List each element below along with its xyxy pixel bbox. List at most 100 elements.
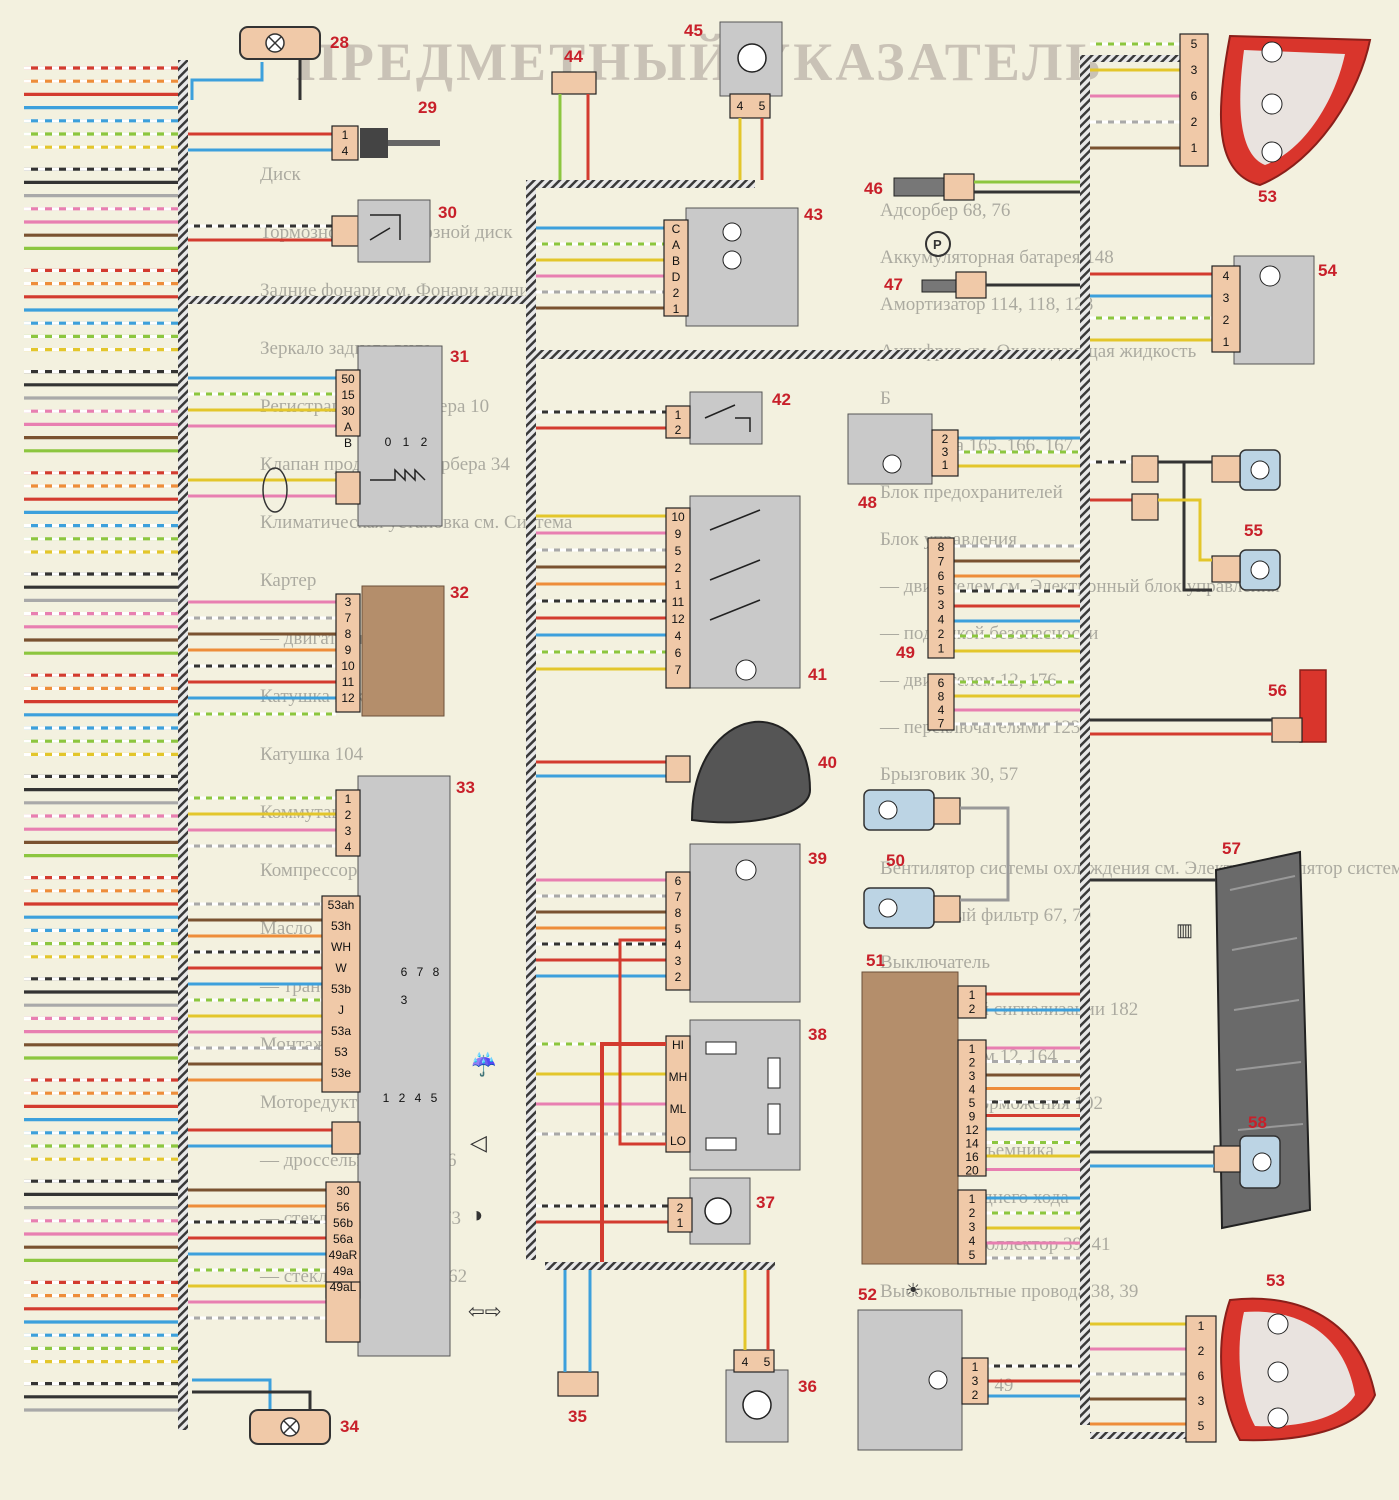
- pin-label: 9: [969, 1110, 976, 1124]
- pin-label: 5: [1198, 1419, 1205, 1433]
- pin-label: 2: [421, 435, 428, 449]
- pin-label: 6: [675, 874, 682, 888]
- pin-label: 10: [341, 659, 355, 673]
- pin-label: 1: [675, 578, 682, 592]
- index-line: Амортизатор 114, 118, 128: [880, 294, 1093, 315]
- svg-text:53: 53: [1266, 1271, 1285, 1290]
- svg-text:50: 50: [886, 851, 905, 870]
- pin-label: 7: [345, 611, 352, 625]
- pin-label: 12: [671, 612, 685, 626]
- index-line: Моторедуктор: [260, 1092, 376, 1113]
- component-39-switch: 39: [665, 843, 827, 1003]
- component-29-switch: 29: [331, 98, 440, 161]
- component-40-dome-lamp: 40: [665, 720, 837, 824]
- pin-label: 14: [965, 1137, 979, 1151]
- pin-label: 4: [675, 629, 682, 643]
- pin-label: 3: [938, 598, 945, 612]
- pin-label: A: [672, 238, 680, 252]
- svg-text:40: 40: [818, 753, 837, 772]
- component-44-connector: 44: [551, 47, 597, 180]
- pin-label: 10: [671, 510, 685, 524]
- pin-label: 53: [334, 1045, 348, 1059]
- pin-label: 2: [345, 808, 352, 822]
- component-28-lamp: 28: [190, 26, 349, 100]
- svg-text:52: 52: [858, 1285, 877, 1304]
- index-line: Картер: [260, 570, 316, 591]
- pin-label: 3: [969, 1069, 976, 1083]
- svg-text:39: 39: [808, 849, 827, 868]
- pin-label: 56b: [333, 1216, 353, 1230]
- svg-text:31: 31: [450, 347, 469, 366]
- pin-label: 3: [969, 1220, 976, 1234]
- pin-label: 2: [969, 1056, 976, 1070]
- rear-defrost-icon: ▥: [1176, 920, 1193, 940]
- pin-label: 53h: [331, 919, 351, 933]
- pin-label: HI: [672, 1038, 684, 1052]
- pin-label: 4: [737, 99, 744, 113]
- pin-label: 5: [1191, 37, 1198, 51]
- pin-label: 1: [673, 302, 680, 316]
- parking-icon: P: [933, 237, 942, 252]
- pin-label: 2: [673, 286, 680, 300]
- component-50-lamps: 50: [863, 789, 1010, 929]
- pin-label: W: [335, 961, 347, 975]
- pin-label: 4: [969, 1234, 976, 1248]
- pin-label: 7: [675, 890, 682, 904]
- svg-text:44: 44: [564, 47, 583, 66]
- svg-text:43: 43: [804, 205, 823, 224]
- pin-label: 4: [742, 1355, 749, 1369]
- pin-label: 8: [345, 627, 352, 641]
- svg-text:34: 34: [340, 1417, 359, 1436]
- pin-label: 2: [1191, 115, 1198, 129]
- index-line: Высоковольтные провода 38, 39: [880, 1281, 1138, 1302]
- component-51-control-unit: 51: [861, 951, 987, 1265]
- pin-label: 49a: [333, 1264, 353, 1278]
- svg-text:41: 41: [808, 665, 827, 684]
- pin-label: C: [672, 222, 681, 236]
- pin-label: 9: [675, 527, 682, 541]
- pin-label: 1: [972, 1360, 979, 1374]
- svg-text:42: 42: [772, 390, 791, 409]
- pin-label: 3: [1191, 63, 1198, 77]
- pin-label: 53a: [331, 1024, 351, 1038]
- pin-label: 3: [345, 824, 352, 838]
- pin-label: 1: [345, 792, 352, 806]
- index-line: Диск: [260, 164, 302, 185]
- svg-text:38: 38: [808, 1025, 827, 1044]
- index-line: Адсорбер 68, 76: [880, 200, 1010, 221]
- pin-label: 1: [1191, 141, 1198, 155]
- pin-label: 4: [675, 938, 682, 952]
- pin-label: J: [338, 1003, 344, 1017]
- pin-label: 6: [938, 569, 945, 583]
- pin-label: 3: [1223, 291, 1230, 305]
- index-line: — переключателями 123: [879, 717, 1080, 738]
- component-47-parking-brake-switch: P 47: [884, 231, 1080, 299]
- svg-text:37: 37: [756, 1193, 775, 1212]
- pin-label: 2: [969, 1002, 976, 1016]
- pin-label: 2: [938, 627, 945, 641]
- pin-label: 53e: [331, 1066, 351, 1080]
- pin-label: 2: [1223, 313, 1230, 327]
- pin-label: 6: [1191, 89, 1198, 103]
- pin-label: 53ah: [328, 898, 355, 912]
- pin-label: 8: [675, 906, 682, 920]
- index-title: ПРЕДМЕТНЫЙ УКАЗАТЕЛЬ: [296, 32, 1104, 92]
- pin-label: 1: [969, 1042, 976, 1056]
- pin-label: 30: [336, 1184, 350, 1198]
- component-43-lamp-block: 43: [663, 205, 823, 327]
- pin-label: 16: [965, 1150, 979, 1164]
- fog-lamp-icon: ☀: [905, 1280, 921, 1300]
- component-54-motor: 54: [1211, 255, 1337, 365]
- svg-text:57: 57: [1222, 839, 1241, 858]
- pin-label: 2: [942, 432, 949, 446]
- pin-label: 4: [342, 144, 349, 158]
- component-53-rear-lamp-bottom: 53: [1185, 1271, 1377, 1443]
- svg-text:45: 45: [684, 21, 703, 40]
- pin-label: 5: [675, 544, 682, 558]
- pin-label: 30: [341, 404, 355, 418]
- pin-label: 7: [675, 663, 682, 677]
- component-55-lamps: 55: [1131, 449, 1281, 592]
- pin-label: 3: [345, 595, 352, 609]
- pin-label: 20: [965, 1164, 979, 1178]
